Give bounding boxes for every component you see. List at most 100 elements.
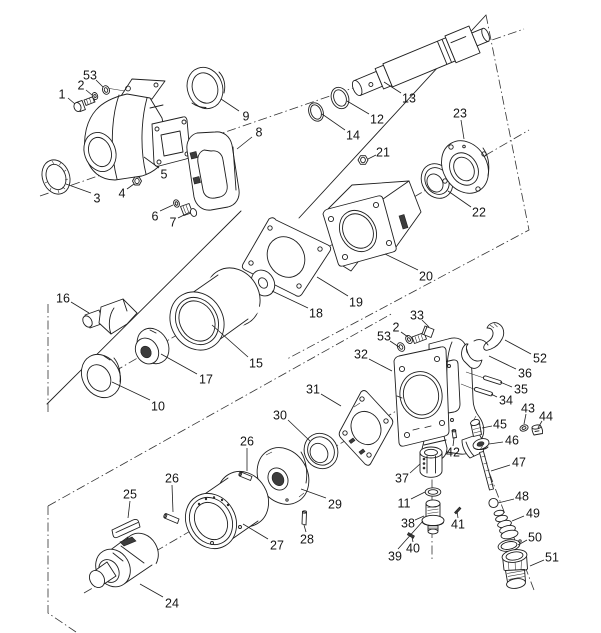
part-label-1-0: 1 [59, 88, 66, 102]
part-label-41-48: 41 [451, 518, 465, 532]
leader-line-50-42 [517, 539, 528, 546]
part-10-front-plate [80, 353, 122, 399]
part-label-7-7: 7 [170, 216, 177, 230]
part-label-52-31: 52 [533, 352, 547, 366]
part-label-48-40: 48 [515, 490, 529, 504]
part-label-42-44: 42 [446, 446, 460, 460]
leader-line-25-51 [127, 500, 131, 519]
part-4-nut [132, 176, 142, 186]
leader-line-31-27 [320, 393, 342, 407]
leader-line-33-23 [421, 319, 430, 328]
leader-line-15-19 [211, 324, 249, 358]
part-label-27-54: 27 [270, 539, 284, 553]
part-label-39-50: 39 [388, 550, 402, 564]
part-label-22-15: 22 [472, 206, 486, 220]
part-label-46-38: 46 [505, 434, 519, 448]
part-label-16-21: 16 [56, 292, 70, 306]
part-label-25-51: 25 [123, 488, 137, 502]
part-label-35-33: 35 [514, 383, 528, 397]
leader-line-23-14 [460, 119, 465, 140]
part-label-9-9: 9 [243, 110, 250, 124]
part-label-2-24: 2 [393, 321, 400, 335]
leader-line-47-39 [490, 464, 511, 472]
leader-line-37-45 [409, 463, 421, 474]
leader-line-5-5 [143, 156, 160, 169]
leader-line-48-40 [497, 498, 515, 504]
part-label-53-25: 53 [377, 330, 391, 344]
part-33-bolt [411, 325, 435, 344]
part-11-o-ring [424, 487, 442, 497]
part-label-47-39: 47 [512, 456, 526, 470]
leader-line-11-46 [410, 491, 426, 500]
leader-line-6-6 [159, 204, 174, 212]
part-label-44-36: 44 [539, 410, 553, 424]
leader-line-20-16 [384, 253, 419, 271]
part-label-30-28: 30 [273, 409, 287, 423]
part-label-38-47: 38 [401, 517, 415, 531]
part-label-10-22: 10 [151, 400, 165, 414]
part-label-18-18: 18 [309, 307, 323, 321]
part-53b-lock-washer [396, 342, 406, 352]
part-5-front-housing [83, 78, 191, 181]
part-label-3-3: 3 [94, 192, 101, 206]
leader-line-12-11 [346, 100, 370, 115]
part-label-36-32: 36 [518, 367, 532, 381]
part-20-hammer-case [322, 180, 422, 272]
leader-line-46-38 [488, 441, 504, 445]
leader-line-41-48 [456, 510, 459, 519]
leader-line-3-3 [65, 183, 92, 194]
part-label-26-52: 26 [240, 435, 254, 449]
leader-line-18-18 [271, 290, 309, 309]
leader-line-40-49 [411, 536, 414, 543]
leader-line-38-47 [414, 515, 425, 521]
part-40-pin [406, 532, 415, 539]
part-47-rod [479, 445, 494, 491]
part-26-pin-b [163, 513, 180, 524]
leader-line-17-20 [160, 353, 198, 375]
leader-line-7-7 [177, 211, 191, 219]
part-17-rear-plate [134, 327, 170, 365]
leader-line-16-21 [70, 301, 90, 314]
leader-line-36-32 [488, 355, 517, 370]
leader-line-32-26 [368, 358, 393, 372]
leader-line-21-13 [367, 154, 377, 160]
leader-line-35-33 [499, 381, 513, 388]
part-26-pin-a [238, 471, 253, 481]
leader-line-28-30 [303, 524, 307, 533]
part-2b-washer [405, 335, 413, 344]
leader-line-30-28 [287, 419, 311, 442]
part-52-clip [483, 322, 505, 351]
leader-line-53-25 [389, 340, 400, 348]
leader-line-8-8 [236, 136, 253, 150]
part-label-32-26: 32 [354, 348, 368, 362]
part-53-lock-washer [102, 85, 126, 95]
part-35-pin [465, 371, 503, 385]
part-label-34-34: 34 [499, 394, 513, 408]
leader-line-26-53 [171, 484, 174, 513]
part-label-40-49: 40 [406, 542, 420, 556]
leader-line-14-12 [321, 113, 346, 131]
part-label-53-2: 53 [83, 69, 97, 83]
part-label-2-1: 2 [78, 79, 85, 93]
leader-line-42-44 [452, 437, 455, 447]
part-9-collar [186, 66, 226, 110]
part-label-11-46: 11 [398, 497, 411, 511]
leader-line-22-15 [447, 190, 472, 208]
part-38-throttle-valve [421, 499, 445, 535]
leader-line-24-55 [139, 583, 164, 598]
part-label-5-5: 5 [161, 168, 168, 182]
part-label-33-23: 33 [410, 309, 424, 323]
part-label-12-11: 12 [370, 113, 384, 127]
part-14-o-ring [308, 102, 324, 122]
part-label-8-8: 8 [256, 126, 263, 140]
part-6-washer [173, 199, 180, 208]
part-label-28-30: 28 [300, 533, 314, 547]
part-42-pin [451, 429, 457, 439]
part-24-rotor [89, 532, 159, 588]
leader-line-1-0 [67, 97, 76, 105]
part-41-pin [454, 506, 462, 515]
part-36-valve-bracket [461, 339, 489, 369]
part-21-nut [357, 155, 369, 165]
part-label-31-27: 31 [306, 383, 320, 397]
